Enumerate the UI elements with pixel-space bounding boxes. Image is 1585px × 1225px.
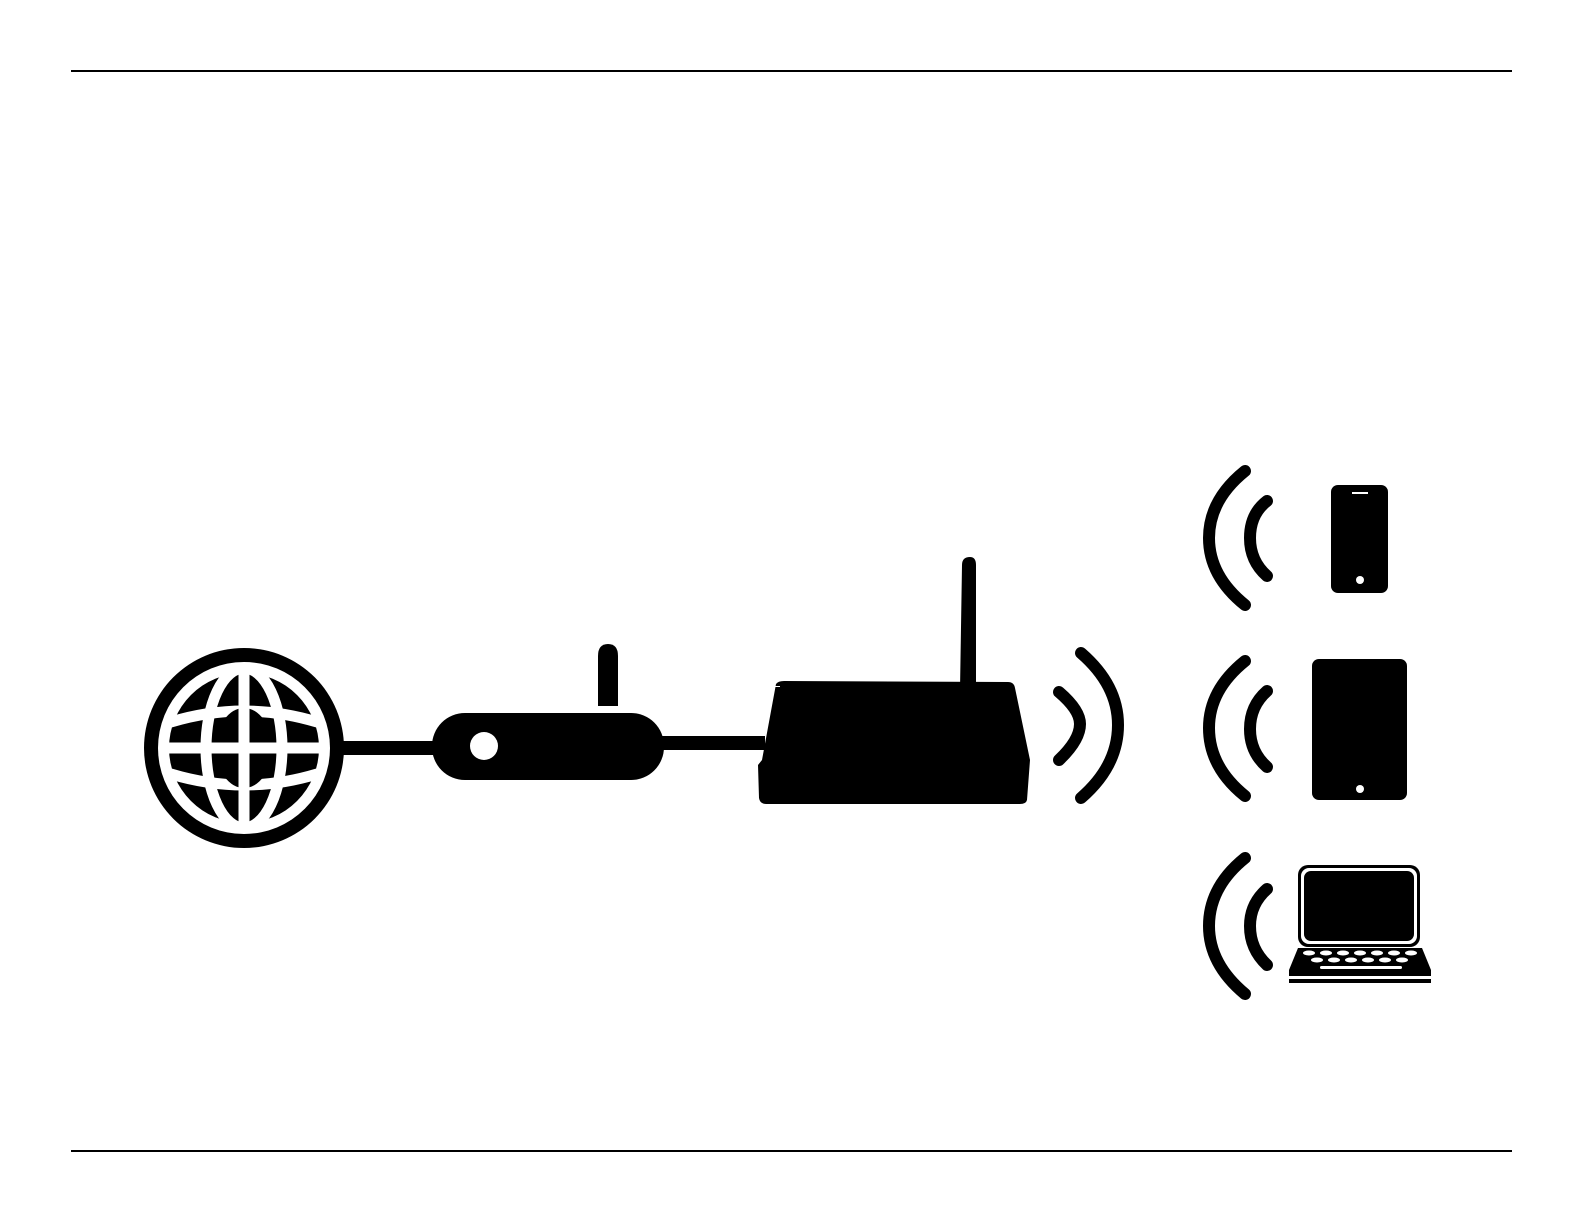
laptop-key (1388, 951, 1400, 956)
laptop-key (1396, 958, 1408, 963)
modem-icon (432, 644, 664, 780)
cable-modem-router (655, 736, 765, 750)
laptop-wifi-waves (1209, 858, 1267, 994)
laptop-key (1354, 951, 1366, 956)
laptop-icon (1289, 865, 1431, 983)
laptop-key (1371, 951, 1383, 956)
phone-wifi-waves (1209, 471, 1267, 605)
router-icon (758, 557, 1030, 804)
laptop-key (1328, 958, 1340, 963)
laptop-key (1362, 958, 1374, 963)
cable-internet-modem (330, 741, 438, 755)
router-wifi-waves (1059, 653, 1118, 798)
globe-icon (144, 648, 344, 848)
smartphone-icon (1331, 485, 1388, 593)
laptop-key (1337, 951, 1349, 956)
laptop-key (1303, 951, 1315, 956)
laptop-key (1311, 958, 1323, 963)
laptop-key (1320, 951, 1332, 956)
tablet-icon (1312, 659, 1407, 800)
laptop-key (1405, 951, 1417, 956)
tablet-wifi-waves (1209, 661, 1267, 796)
laptop-key (1379, 958, 1391, 963)
laptop-key (1345, 958, 1357, 963)
